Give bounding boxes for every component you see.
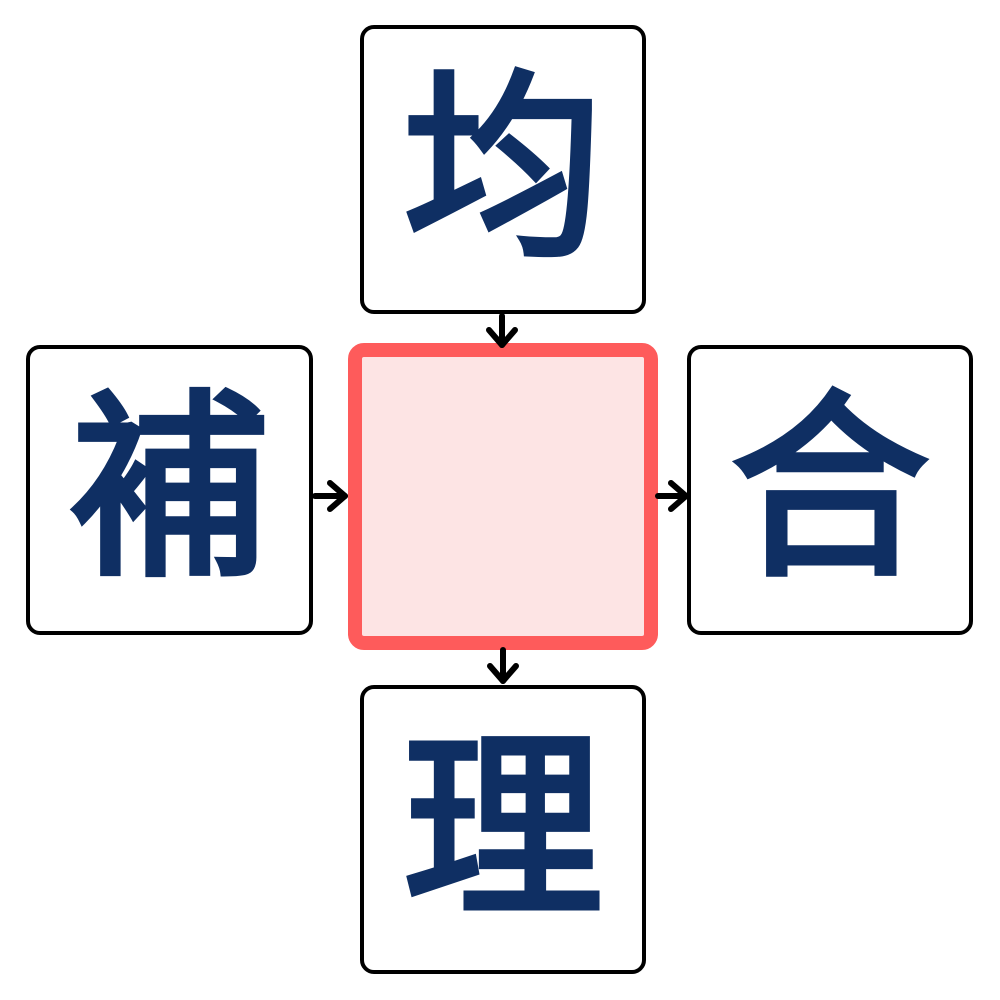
clue-char-top: 均 <box>402 52 603 286</box>
answer-box-center[interactable] <box>348 343 658 650</box>
arrow-down-icon-bottom <box>487 647 519 684</box>
arrow-right-icon-right <box>655 480 689 512</box>
clue-char-right: 合 <box>729 373 930 606</box>
arrow-right-icon-left <box>312 480 348 512</box>
clue-box-top: 均 <box>360 25 646 314</box>
clue-box-right: 合 <box>687 345 973 635</box>
clue-box-bottom: 理 <box>360 685 646 974</box>
arrow-down-icon-top <box>486 313 518 348</box>
clue-char-left: 補 <box>69 373 270 606</box>
clue-box-left: 補 <box>26 345 313 635</box>
clue-char-bottom: 理 <box>402 712 603 946</box>
